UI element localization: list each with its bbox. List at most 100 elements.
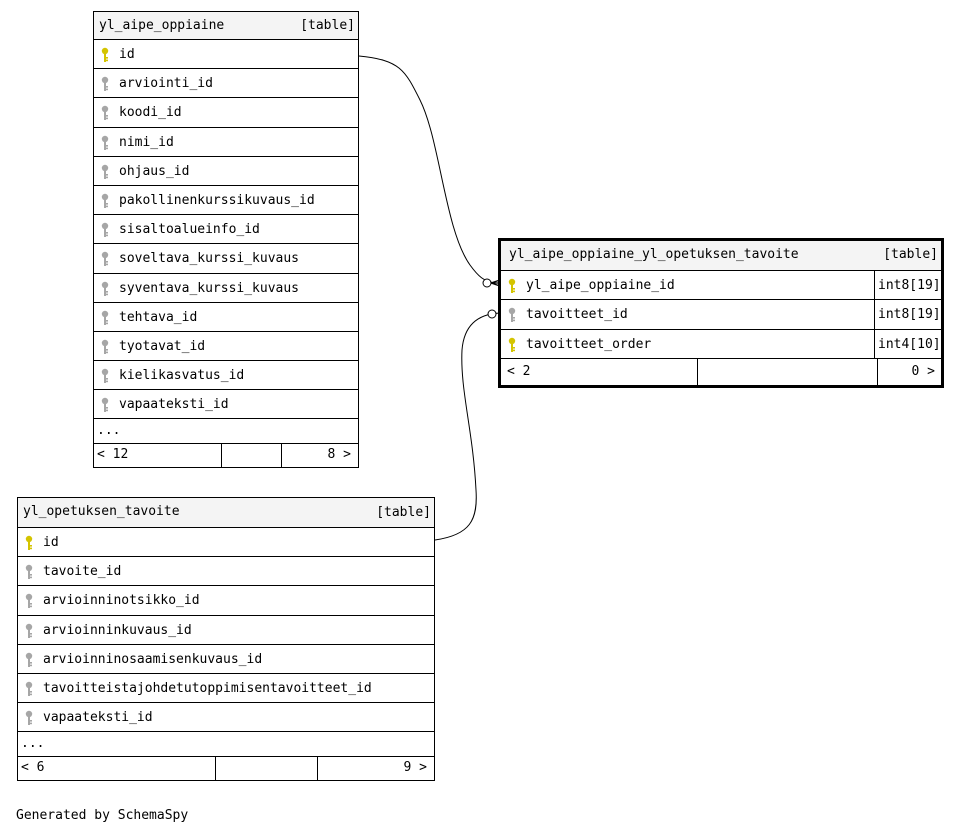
column-row[interactable]: arviointi_id: [94, 69, 358, 99]
column-row[interactable]: sisaltoalueinfo_id: [94, 215, 358, 245]
rows-cell: [222, 444, 282, 468]
column-name: arvioinninosaamisenkuvaus_id: [43, 651, 263, 667]
column-name: soveltava_kurssi_kuvaus: [119, 251, 300, 267]
column-name: tavoite_id: [43, 564, 122, 580]
column-name: tyotavat_id: [119, 338, 206, 354]
column-row[interactable]: arvioinninotsikko_id: [18, 586, 434, 616]
column-name: tavoitteet_id: [526, 307, 628, 323]
generated-by-label: Generated by SchemaSpy: [16, 808, 189, 823]
foreign-key-icon: [101, 397, 109, 413]
children-count: 8 >: [327, 447, 351, 463]
column-row[interactable]: syventava_kurssi_kuvaus: [94, 274, 358, 303]
column-name: arviointi_id: [119, 76, 213, 92]
edge-tavoite-optional-marker: [487, 309, 497, 319]
parents-count: < 2: [507, 363, 531, 379]
column-type: int4[10]: [874, 329, 941, 358]
column-name: tavoitteet_order: [526, 336, 652, 352]
edge-aipe-to-join: [358, 55, 497, 284]
column-row[interactable]: yl_aipe_oppiaine_id int8[19]: [501, 271, 941, 301]
primary-key-icon: [25, 535, 33, 551]
column-name: vapaateksti_id: [43, 710, 153, 726]
edge-tavoite-to-join: [434, 312, 501, 541]
table-kind: [table]: [883, 247, 938, 262]
column-row[interactable]: tavoite_id: [18, 557, 434, 587]
children-count-cell[interactable]: 0 >: [878, 359, 941, 385]
table-name: yl_aipe_oppiaine_yl_opetuksen_tavoite: [509, 247, 799, 262]
column-name: tavoitteistajohdetutoppimisentavoitteet_…: [43, 680, 372, 696]
foreign-key-icon: [101, 368, 109, 384]
column-name: koodi_id: [119, 105, 182, 121]
children-count: 9 >: [403, 760, 427, 776]
foreign-key-icon: [101, 222, 109, 238]
column-row[interactable]: vapaateksti_id: [94, 390, 358, 420]
column-row[interactable]: tehtava_id: [94, 303, 358, 332]
column-name: sisaltoalueinfo_id: [119, 222, 260, 238]
table-footer: < 12 8 >: [94, 444, 358, 468]
table-footer: < 2 0 >: [501, 358, 941, 385]
column-row[interactable]: koodi_id: [94, 98, 358, 128]
column-row[interactable]: arvioinninkuvaus_id: [18, 616, 434, 645]
parents-count: < 12: [97, 447, 129, 463]
foreign-key-icon: [101, 339, 109, 355]
children-count-cell[interactable]: 8 >: [282, 444, 358, 467]
table-name: yl_opetuksen_tavoite: [23, 504, 180, 519]
column-row[interactable]: vapaateksti_id: [18, 703, 434, 733]
column-row[interactable]: id: [18, 528, 434, 558]
children-count-cell[interactable]: 9 >: [318, 757, 434, 780]
table-yl-opetuksen-tavoite[interactable]: yl_opetuksen_tavoite [table] id tavoite_i…: [17, 497, 435, 782]
more-columns: ...: [94, 419, 358, 445]
primary-key-icon: [101, 47, 109, 63]
column-type: int8[19]: [874, 271, 941, 300]
column-row[interactable]: tyotavat_id: [94, 332, 358, 362]
foreign-key-icon: [25, 710, 33, 726]
table-kind: [table]: [300, 18, 355, 33]
column-row[interactable]: tavoitteistajohdetutoppimisentavoitteet_…: [18, 674, 434, 704]
foreign-key-icon: [101, 310, 109, 326]
children-count: 0 >: [911, 363, 935, 379]
foreign-key-icon: [25, 623, 33, 639]
table-name: yl_aipe_oppiaine: [99, 18, 225, 33]
column-name: arvioinninkuvaus_id: [43, 622, 192, 638]
foreign-key-icon: [101, 281, 109, 297]
foreign-key-icon: [25, 564, 33, 580]
parents-count-cell[interactable]: < 12: [94, 444, 222, 468]
column-row[interactable]: ohjaus_id: [94, 157, 358, 186]
column-row[interactable]: pakollinenkurssikuvaus_id: [94, 186, 358, 216]
foreign-key-icon: [25, 681, 33, 697]
column-name: id: [43, 535, 59, 550]
column-name: vapaateksti_id: [119, 397, 229, 413]
column-row[interactable]: id: [94, 40, 358, 70]
column-list: id tavoite_id arvioinninotsikko_id arvioinn…: [18, 528, 434, 733]
column-row[interactable]: nimi_id: [94, 128, 358, 157]
foreign-key-icon: [101, 76, 109, 92]
edge-aipe-optional-marker: [482, 278, 492, 288]
foreign-key-icon: [101, 193, 109, 209]
parents-count-cell[interactable]: < 2: [501, 358, 698, 385]
column-row[interactable]: kielikasvatus_id: [94, 361, 358, 391]
rows-cell: [698, 358, 878, 385]
foreign-key-icon: [25, 652, 33, 668]
column-name: arvioinninotsikko_id: [43, 593, 200, 609]
column-row[interactable]: arvioinninosaamisenkuvaus_id: [18, 645, 434, 674]
column-name: kielikasvatus_id: [119, 368, 245, 384]
table-header: yl_aipe_oppiaine_yl_opetuksen_tavoite [t…: [501, 241, 941, 271]
rows-cell: [216, 757, 318, 781]
table-header: yl_aipe_oppiaine [table]: [94, 12, 358, 40]
column-name: yl_aipe_oppiaine_id: [526, 278, 675, 293]
column-row[interactable]: tavoitteet_order int4[10]: [501, 329, 941, 359]
table-footer: < 6 9 >: [18, 757, 434, 781]
foreign-key-icon: [101, 251, 109, 267]
parents-count: < 6: [21, 760, 45, 776]
parents-count-cell[interactable]: < 6: [18, 757, 216, 781]
column-name: tehtava_id: [119, 309, 198, 325]
column-row[interactable]: soveltava_kurssi_kuvaus: [94, 244, 358, 274]
column-name: nimi_id: [119, 134, 174, 150]
more-columns: ...: [18, 732, 434, 758]
primary-key-icon: [508, 278, 516, 294]
table-yl-aipe-oppiaine-yl-opetuksen-tavoite[interactable]: yl_aipe_oppiaine_yl_opetuksen_tavoite [t…: [498, 238, 944, 388]
table-kind: [table]: [376, 505, 431, 520]
